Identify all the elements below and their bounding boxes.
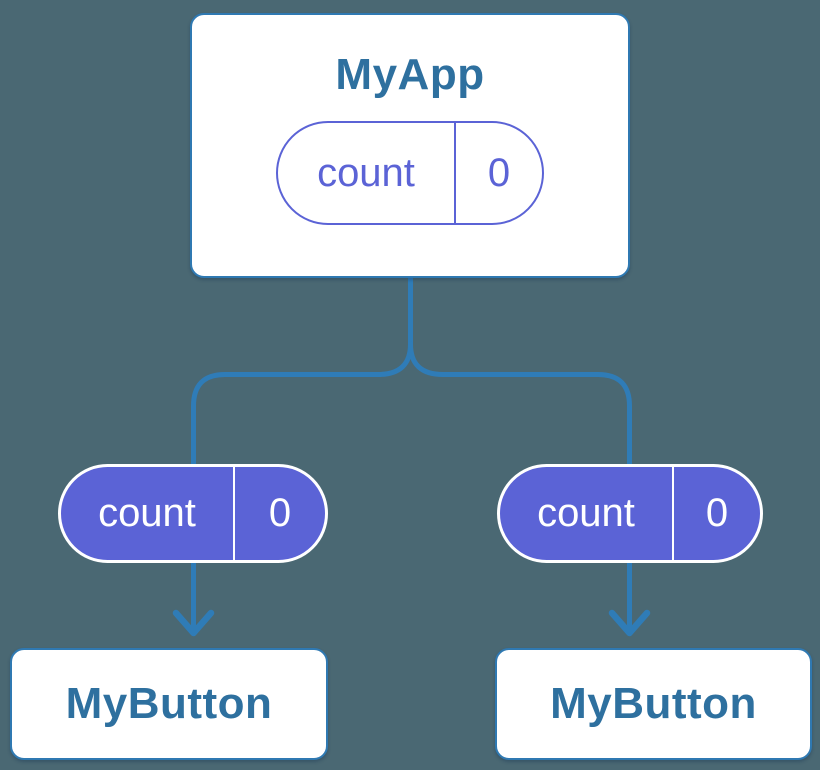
prop-name: count — [537, 491, 635, 535]
prop-value: 0 — [233, 467, 325, 560]
arrow-down-icon — [608, 609, 651, 637]
left-button-component-card: MyButton — [10, 648, 328, 760]
right-button-component-title: MyButton — [550, 678, 757, 728]
root-component-card: MyApp count 0 — [190, 13, 630, 278]
state-name: count — [317, 150, 415, 195]
right-button-component-card: MyButton — [495, 648, 812, 760]
left-button-component-title: MyButton — [65, 678, 273, 728]
prop-name: count — [98, 491, 196, 535]
state-value: 0 — [454, 123, 542, 224]
arrow-down-icon — [172, 609, 215, 637]
connector-branch-left — [191, 341, 413, 631]
right-prop-pill: count 0 — [497, 464, 763, 563]
left-prop-pill: count 0 — [58, 464, 328, 563]
root-state-pill: count 0 — [276, 121, 544, 226]
root-component-title: MyApp — [335, 50, 485, 99]
prop-value: 0 — [672, 467, 760, 560]
connector-branch-right — [408, 341, 632, 631]
